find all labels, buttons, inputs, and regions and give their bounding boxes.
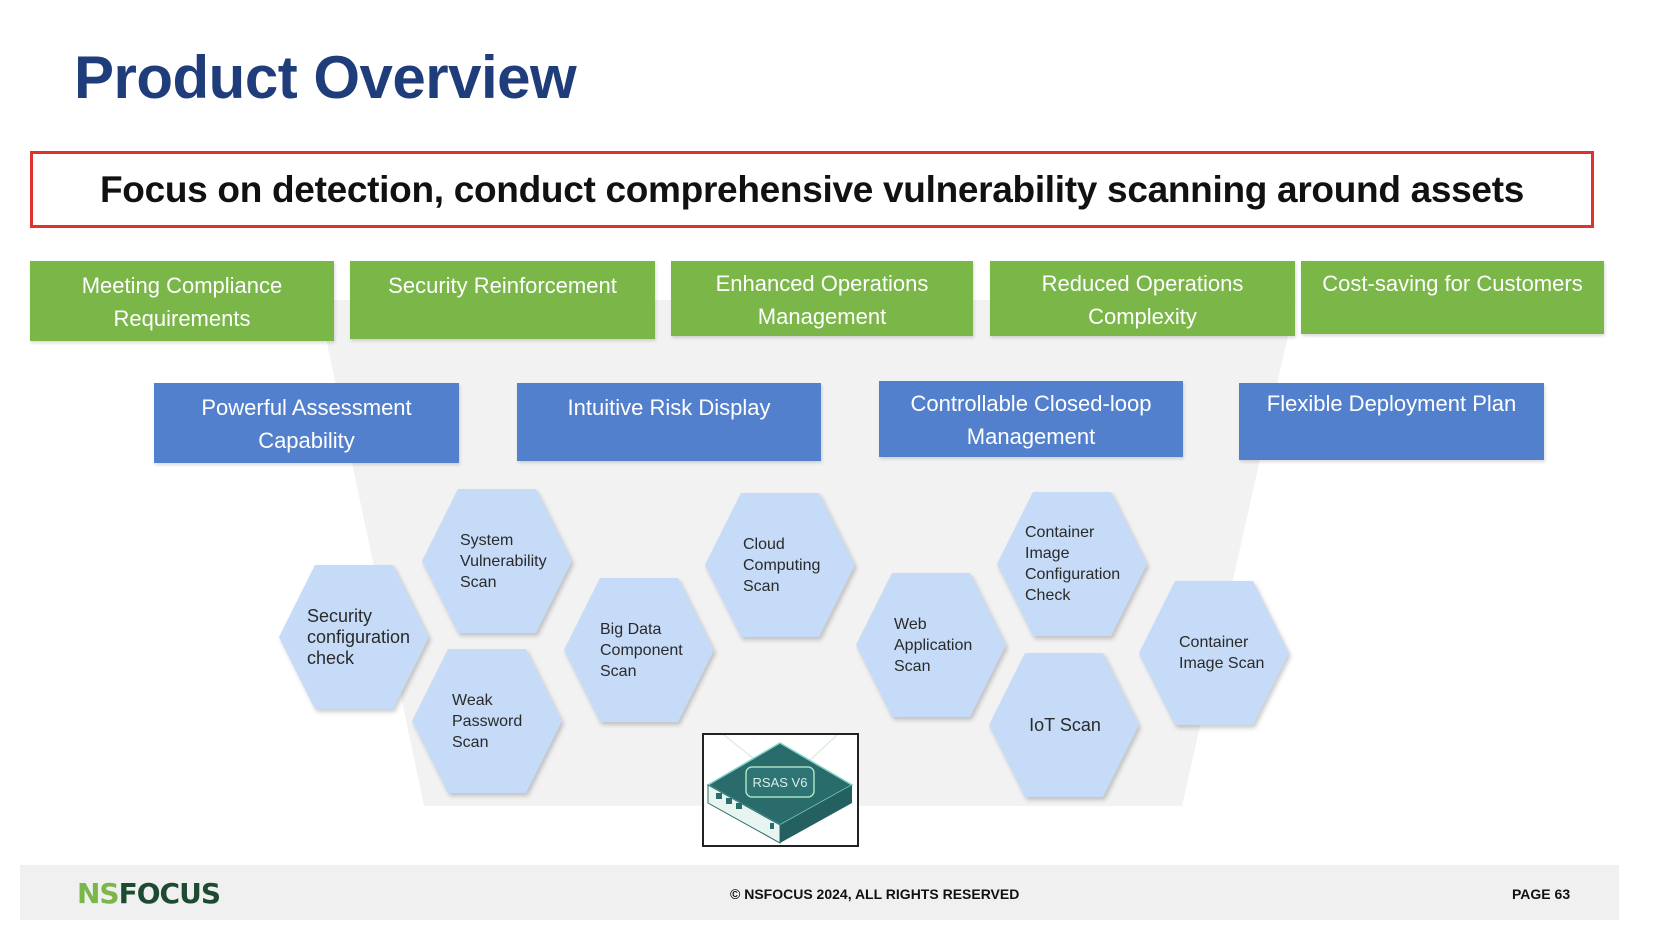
benefit-box: Reduced Operations Complexity bbox=[990, 261, 1295, 336]
network-appliance-icon: RSAS V6 bbox=[706, 735, 854, 844]
capability-label: Flexible Deployment Plan bbox=[1266, 391, 1517, 416]
hexagon-shape bbox=[989, 653, 1139, 797]
scan-label: System Vulnerability Scan bbox=[460, 531, 547, 591]
benefit-label: Reduced Operations Complexity bbox=[1041, 271, 1244, 329]
page-number: PAGE 63 bbox=[1512, 886, 1571, 902]
capability-box: Flexible Deployment Plan bbox=[1239, 383, 1544, 460]
scan-label: IoT Scan bbox=[1029, 714, 1101, 735]
scan-label: Cloud Computing Scan bbox=[743, 535, 821, 595]
copyright-text: © NSFOCUS 2024, ALL RIGHTS RESERVED bbox=[730, 886, 1020, 902]
scan-hexagon: Web Application Scan bbox=[856, 573, 1006, 717]
capability-label: Intuitive Risk Display bbox=[567, 395, 771, 420]
nsfocus-logo: NSFOCUS bbox=[77, 877, 221, 910]
scan-label: Container Image Configuration Check bbox=[1025, 524, 1121, 604]
hexagon-shape bbox=[997, 492, 1147, 636]
hexagon-shape bbox=[1139, 581, 1289, 725]
scan-label: Container Image Scan bbox=[1179, 634, 1265, 672]
scan-hexagon: Weak Password Scan bbox=[412, 649, 562, 793]
scan-hexagon: System Vulnerability Scan bbox=[422, 489, 572, 633]
scan-hexagon: Cloud Computing Scan bbox=[705, 493, 855, 637]
scan-hexagon: Security configuration check bbox=[279, 565, 429, 709]
scan-label: Big Data Component Scan bbox=[600, 620, 683, 680]
benefit-box: Enhanced Operations Management bbox=[671, 261, 973, 336]
footer-bar bbox=[20, 865, 1619, 920]
scan-label: Security configuration check bbox=[307, 605, 411, 668]
hexagon-shape bbox=[705, 493, 855, 637]
benefit-label: Security Reinforcement bbox=[388, 273, 617, 298]
capability-box: Controllable Closed-loop Management bbox=[879, 381, 1183, 457]
hexagon-shape bbox=[564, 578, 714, 722]
scan-hexagon: IoT Scan bbox=[989, 653, 1139, 797]
benefit-box: Meeting Compliance Requirements bbox=[30, 261, 334, 341]
scan-hexagon: Big Data Component Scan bbox=[564, 578, 714, 722]
scan-label: Web Application Scan bbox=[894, 615, 973, 675]
benefit-label: Cost-saving for Customers bbox=[1322, 271, 1583, 296]
logo-focus: FOCUS bbox=[118, 877, 221, 910]
hexagon-shape bbox=[422, 489, 572, 633]
device-label: RSAS V6 bbox=[753, 775, 808, 790]
capability-box: Powerful Assessment Capability bbox=[154, 383, 459, 463]
logo-ns: NS bbox=[77, 877, 120, 910]
capability-label: Powerful Assessment Capability bbox=[201, 395, 412, 453]
scan-label: Weak Password Scan bbox=[452, 691, 523, 751]
hexagon-shape bbox=[279, 565, 429, 709]
scan-hexagon: Container Image Scan bbox=[1139, 581, 1289, 725]
benefit-box: Security Reinforcement bbox=[350, 261, 655, 339]
benefit-label: Enhanced Operations Management bbox=[715, 271, 929, 329]
headline-banner: Focus on detection, conduct comprehensiv… bbox=[30, 151, 1594, 228]
benefit-box: Cost-saving for Customers bbox=[1301, 261, 1604, 334]
scan-hexagon: Container Image Configuration Check bbox=[997, 492, 1147, 636]
hexagon-shape bbox=[412, 649, 562, 793]
hexagon-shape bbox=[856, 573, 1006, 717]
page-title: Product Overview bbox=[74, 44, 577, 111]
headline-text: Focus on detection, conduct comprehensiv… bbox=[99, 168, 1525, 210]
benefit-label: Meeting Compliance Requirements bbox=[81, 273, 283, 331]
capability-label: Controllable Closed-loop Management bbox=[910, 391, 1152, 449]
capability-box: Intuitive Risk Display bbox=[517, 383, 821, 461]
rsas-device-image: RSAS V6 bbox=[702, 733, 859, 847]
